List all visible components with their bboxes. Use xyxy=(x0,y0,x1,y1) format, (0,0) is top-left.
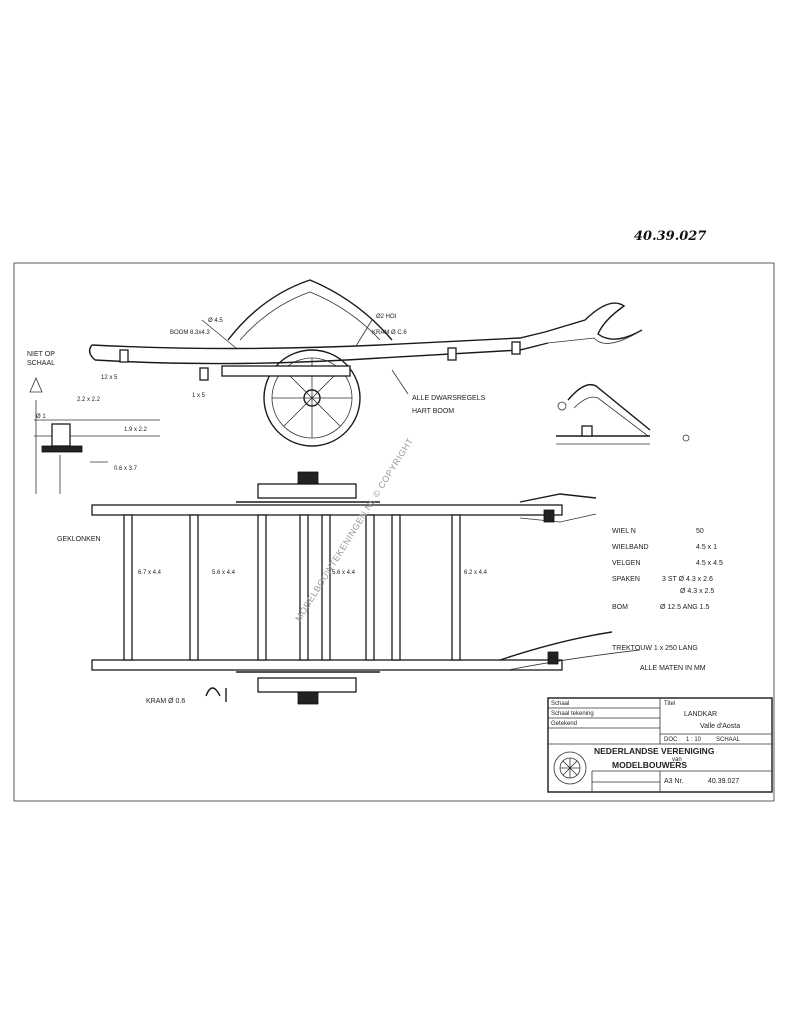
tb-row-schaal-tek: Schaal tekening xyxy=(551,711,594,717)
label-dia-45: Ø 4.5 xyxy=(208,318,223,324)
spec-value: Ø 12.5 ANG 1.5 xyxy=(660,604,710,611)
tb-field-title: Titel xyxy=(664,701,675,707)
shaft-top xyxy=(91,331,546,350)
spec-key: WIELBAND xyxy=(612,544,649,551)
tb-nr: 40.39.027 xyxy=(708,778,739,785)
label-maten: ALLE MATEN IN MM xyxy=(640,665,706,672)
tb-scale-label: SCHAAL xyxy=(716,737,741,743)
tb-row-getekend: Getekend xyxy=(551,721,577,727)
label-gekl: GEKLONKEN xyxy=(57,536,101,543)
spec-key: SPAKEN xyxy=(612,576,640,583)
spec-value: Ø 4.3 x 2.5 xyxy=(680,588,714,595)
tb-org-line1: NEDERLANDSE VERENIGING xyxy=(594,746,715,756)
spec-value: 50 xyxy=(696,528,704,535)
axle-bar xyxy=(221,365,351,377)
spec-key: BOM xyxy=(612,604,628,611)
tb-row-schaal: Schaal xyxy=(551,701,569,707)
handwritten-drawing-number: 40.39.027 xyxy=(634,229,706,244)
label-67x44: 6.7 x 4.4 xyxy=(138,570,162,576)
label-hart-boom: HART BOOM xyxy=(412,408,454,415)
label-06x37: 0.6 x 3.7 xyxy=(114,466,138,472)
spec-value: 4.5 x 4.5 xyxy=(696,560,723,567)
label-dia-1: Ø 1 xyxy=(36,414,46,420)
label-dwarsregels: ALLE DWARSREGELS xyxy=(412,395,486,402)
side-view xyxy=(88,279,643,447)
detail-handle xyxy=(556,383,690,445)
nvm-emblem-icon xyxy=(553,751,587,785)
tb-title-line2: Valle d'Aosta xyxy=(700,723,740,730)
detail-hinge xyxy=(29,376,160,494)
shaft-bottom xyxy=(94,342,549,365)
label-12x5: 12 x 5 xyxy=(101,375,118,381)
label-62x44: 6.2 x 4.4 xyxy=(464,570,488,576)
title-block xyxy=(547,697,773,793)
label-bout: Ø2 HOI xyxy=(376,314,397,320)
tb-doc-val: 1 : 10 xyxy=(686,737,702,743)
sheet-frame xyxy=(13,262,775,802)
arch-outer xyxy=(227,279,393,341)
label-56x44b: 5.6 x 4.4 xyxy=(332,570,356,576)
handle-curve xyxy=(544,302,643,340)
rail-bottom xyxy=(91,659,563,671)
rail-top xyxy=(91,504,563,516)
tb-org-line2: MODELBOUWERS xyxy=(612,760,687,770)
wheel-outer xyxy=(263,349,361,447)
label-niet-op: NIET OP xyxy=(27,351,55,358)
tb-doc-label: DOC xyxy=(664,737,678,743)
spec-value: 4.5 x 1 xyxy=(696,544,717,551)
label-56x44a: 5.6 x 4.4 xyxy=(212,570,236,576)
label-kram-bottom: KRAM Ø 0.6 xyxy=(146,698,185,705)
label-boom: BOOM 8.3x4.3 xyxy=(170,330,210,336)
spec-key: WIEL N xyxy=(612,528,636,535)
tb-org-van: van xyxy=(672,757,682,763)
specs-table: WIEL N 50 WIELBAND 4.5 x 1 VELGEN 4.5 x … xyxy=(612,528,723,611)
tb-nr-prefix: A3 Nr. xyxy=(664,778,684,785)
label-kram: KRAM Ø C.6 xyxy=(372,330,407,336)
wheel-plan-bottom xyxy=(257,677,357,693)
label-treklouw: TREKTOUW 1 x 250 LANG xyxy=(612,645,698,652)
arch-inner xyxy=(239,291,381,341)
wheel-plan-top xyxy=(257,483,357,499)
spec-key: VELGEN xyxy=(612,560,640,567)
plan-view xyxy=(91,471,641,705)
label-1x5: 1 x 5 xyxy=(192,393,206,399)
tb-title-line1: LANDKAR xyxy=(684,711,717,718)
label-19x22: 1.9 x 2.2 xyxy=(124,427,148,433)
label-schaal: SCHAAL xyxy=(27,360,55,367)
spec-value: 3 ST Ø 4.3 x 2.6 xyxy=(662,576,713,583)
label-22x22: 2.2 x 2.2 xyxy=(77,397,101,403)
